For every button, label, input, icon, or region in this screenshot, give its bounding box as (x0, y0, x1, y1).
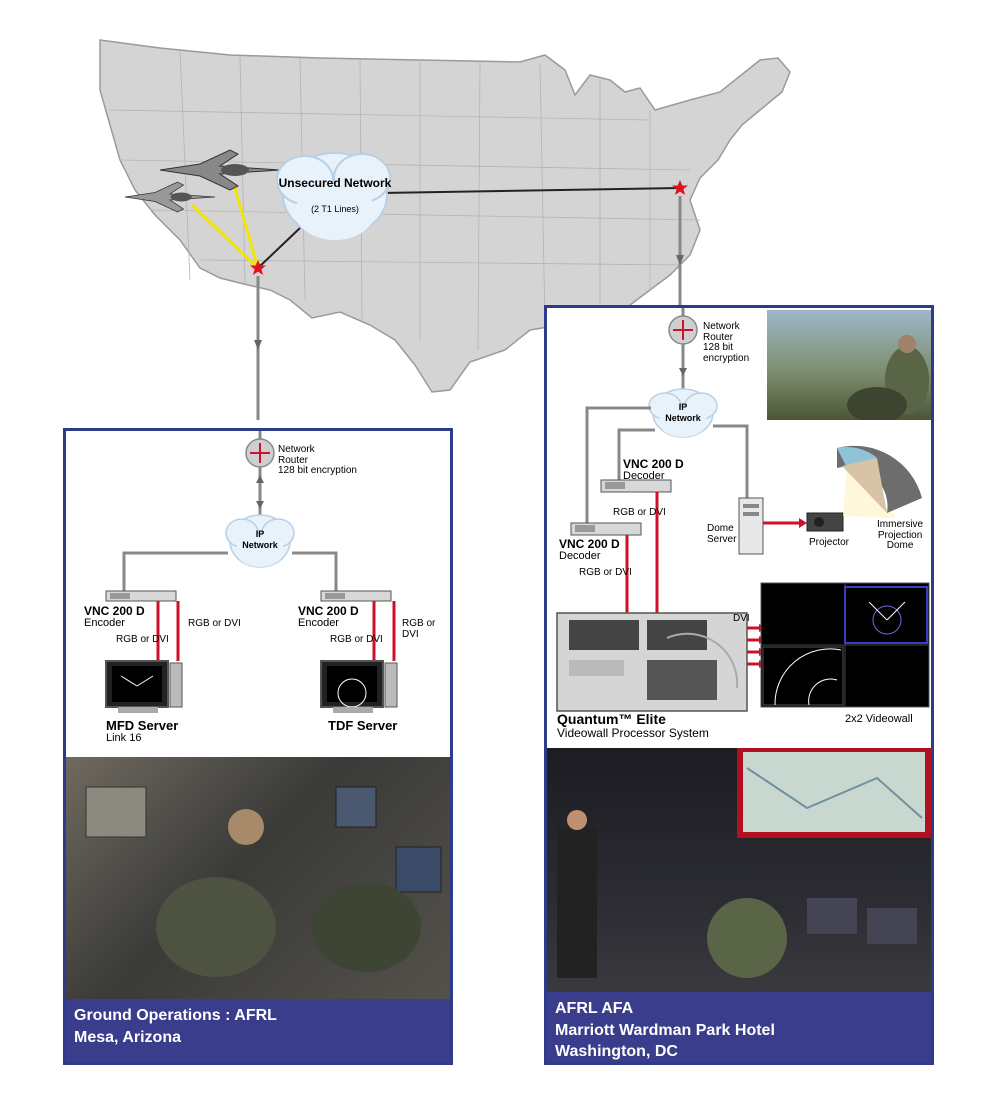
link-unsecured-to-dc (379, 187, 681, 194)
rgb-label-1: RGB or DVI (613, 507, 666, 518)
projector-icon (806, 512, 844, 532)
panel-ground-operations: IP Network (63, 428, 453, 1065)
ip-network-cloud: IP Network (225, 514, 295, 568)
router-icon (668, 315, 698, 345)
ip-network-cloud: IP Network (648, 388, 718, 438)
router-icon (245, 438, 275, 468)
rgb-label-4: RGB or DVI (402, 618, 436, 640)
dome-simulation-photo (767, 310, 931, 420)
yellow-link-2 (190, 203, 260, 270)
mesa-star-icon (250, 260, 266, 275)
tdf-server-label: TDF Server (328, 718, 398, 733)
dc-star-icon (672, 180, 688, 195)
decoder-device-2 (570, 522, 642, 536)
panel-afrl-afa: IP Network (544, 305, 934, 1065)
right-network-diagram: IP Network (556, 308, 930, 712)
videowall-label: 2x2 Videowall (845, 713, 913, 725)
decoder-device-1 (600, 479, 672, 493)
encoder-device-1 (105, 590, 177, 602)
left-network-diagram: IP Network (105, 431, 398, 713)
link-unsecured-to-mesa (257, 227, 301, 269)
cloud-title: Unsecured Network (279, 176, 392, 190)
dome-server-icon (738, 497, 764, 555)
jet-icon (124, 181, 216, 213)
unsecured-network-cloud: Unsecured Network (2 T1 Lines) (276, 152, 392, 240)
rgb-label-2: RGB or DVI (579, 567, 632, 578)
encoder-device-2 (320, 590, 392, 602)
ground-operations-photo (66, 757, 450, 999)
svg-text:Network: Network (665, 413, 702, 423)
yellow-link-1 (232, 184, 260, 269)
quantum-elite-processor (556, 612, 748, 712)
dvi-label: DVI (733, 613, 750, 624)
rgb-label-1: RGB or DVI (116, 634, 169, 645)
svg-text:IP: IP (679, 402, 688, 412)
dome-icon (837, 445, 922, 513)
rgb-label-3: RGB or DVI (330, 634, 383, 645)
tdf-monitor-icon (320, 660, 398, 713)
projector-label: Projector (809, 537, 850, 548)
rgb-label-2: RGB or DVI (188, 618, 241, 629)
mfd-monitor-icon (105, 660, 183, 713)
cloud-subtitle: (2 T1 Lines) (311, 204, 359, 214)
videowall-display (760, 582, 930, 708)
svg-text:IP: IP (256, 529, 265, 539)
svg-text:Network: Network (242, 540, 279, 550)
afa-event-photo (547, 748, 931, 996)
